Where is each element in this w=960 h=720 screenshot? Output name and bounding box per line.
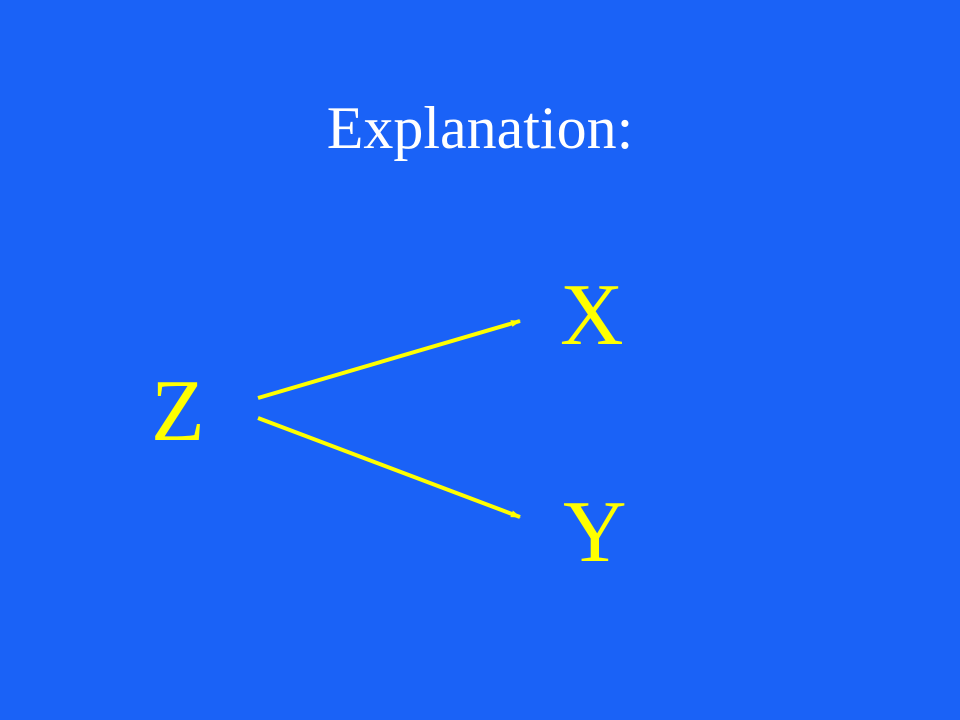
slide-title: Explanation: — [326, 95, 634, 161]
node-y: Y — [563, 484, 627, 581]
node-z: Z — [151, 363, 205, 460]
arrow-z-to-y — [257, 416, 521, 519]
arrow-z-to-x — [257, 319, 521, 400]
node-x: X — [560, 267, 624, 364]
